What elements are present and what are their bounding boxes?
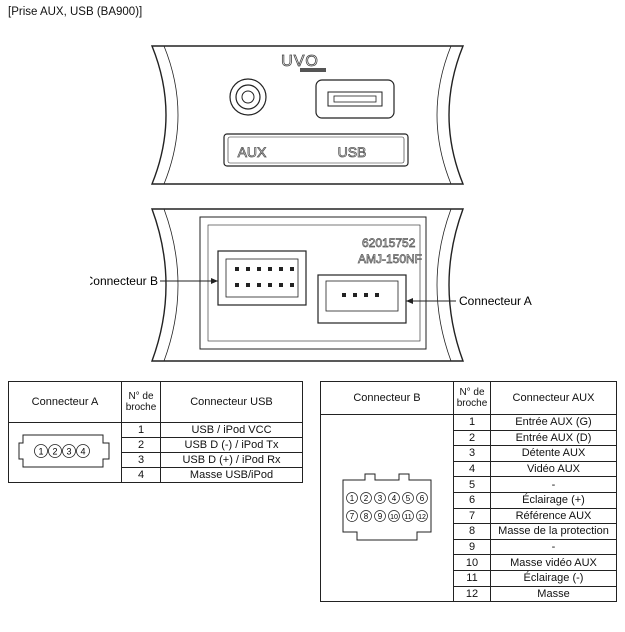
pin-label: 7 <box>350 512 355 521</box>
pin-number: 1 <box>453 414 491 431</box>
pin-number: 9 <box>453 538 491 556</box>
connector-a-socket <box>317 274 407 324</box>
pin-signal: USB D (-) / iPod Tx <box>160 437 303 453</box>
pin-signal: USB D (+) / iPod Rx <box>160 452 303 468</box>
pin-signal: Masse de la protection <box>490 523 617 540</box>
connector-a-pinout: 1 2 3 4 <box>8 422 122 483</box>
rear-panel-diagram: 62015752 AMJ-150NF Connecteur B Connecte… <box>90 208 532 362</box>
pin-signal: Éclairage (-) <box>490 569 617 587</box>
pin-number: 3 <box>453 445 491 462</box>
aux-label: AUX <box>238 144 267 160</box>
pin-number: 6 <box>453 491 491 509</box>
front-panel-diagram: UVO AUX USB <box>150 45 465 185</box>
header-pin-number: N° de broche <box>121 381 161 423</box>
pin-number: 10 <box>453 554 491 571</box>
pin-label: 3 <box>66 447 71 457</box>
header-pin-number: N° de broche <box>453 381 491 415</box>
model-number: AMJ-150NF <box>358 252 422 266</box>
pin-label: 6 <box>420 494 425 503</box>
pin-label: 1 <box>350 494 355 503</box>
pin-number: 2 <box>453 429 491 447</box>
pin-label: 11 <box>404 514 411 521</box>
header-connecteur-a: Connecteur A <box>8 381 122 423</box>
pin-signal: Masse <box>490 585 617 603</box>
label-strip <box>223 133 409 167</box>
uvo-logo: UVO <box>281 53 319 70</box>
pin-number: 2 <box>121 437 161 453</box>
pin-label: 4 <box>392 494 397 503</box>
connector-b-table: Connecteur B N° de broche Connecteur AUX… <box>320 381 617 603</box>
pin-label: 2 <box>52 447 57 457</box>
pin-number: 5 <box>453 476 491 493</box>
pin-number: 4 <box>453 460 491 478</box>
pin-label: 3 <box>378 494 383 503</box>
pin-signal: Masse vidéo AUX <box>490 554 617 571</box>
pin-number: 8 <box>453 523 491 540</box>
pin-number: 7 <box>453 507 491 525</box>
pin-number: 1 <box>121 422 161 438</box>
connector-b-pinout: 1 2 3 4 5 6 7 8 9 10 11 12 <box>320 413 454 603</box>
pin-signal: - <box>490 538 617 556</box>
pin-number: 11 <box>453 569 491 587</box>
header-connecteur-b: Connecteur B <box>320 381 454 415</box>
connector-a-table: Connecteur A N° de broche Connecteur USB… <box>8 381 303 483</box>
pin-signal: Entrée AUX (G) <box>490 414 617 431</box>
pin-label: 9 <box>378 512 383 521</box>
pin-label: 5 <box>406 494 411 503</box>
connector-b-socket <box>217 250 307 306</box>
rear-panel-body <box>150 208 465 362</box>
pin-number: 12 <box>453 585 491 603</box>
header-connecteur-aux: Connecteur AUX <box>490 381 617 415</box>
page-title: [Prise AUX, USB (BA900)] <box>8 6 143 18</box>
callout-connecteur-a: Connecteur A <box>459 294 532 308</box>
pin-label: 2 <box>364 494 369 503</box>
pin-label: 1 <box>38 447 43 457</box>
pin-signal: Entrée AUX (D) <box>490 429 617 447</box>
pin-signal: - <box>490 476 617 493</box>
pin-label: 4 <box>80 447 85 457</box>
pin-number: 4 <box>121 467 161 483</box>
pin-label: 12 <box>418 514 426 521</box>
pin-signal: Vidéo AUX <box>490 460 617 478</box>
part-number: 62015752 <box>362 236 416 250</box>
pin-label: 10 <box>390 514 398 521</box>
pin-signal: Détente AUX <box>490 445 617 462</box>
header-connecteur-usb: Connecteur USB <box>160 381 303 423</box>
pin-signal: USB / iPod VCC <box>160 422 303 438</box>
pin-signal: Référence AUX <box>490 507 617 525</box>
pin-signal: Éclairage (+) <box>490 491 617 509</box>
pin-signal: Masse USB/iPod <box>160 467 303 483</box>
usb-label: USB <box>338 144 367 160</box>
pin-label: 8 <box>364 512 369 521</box>
callout-connecteur-b: Connecteur B <box>90 274 158 288</box>
pin-number: 3 <box>121 452 161 468</box>
